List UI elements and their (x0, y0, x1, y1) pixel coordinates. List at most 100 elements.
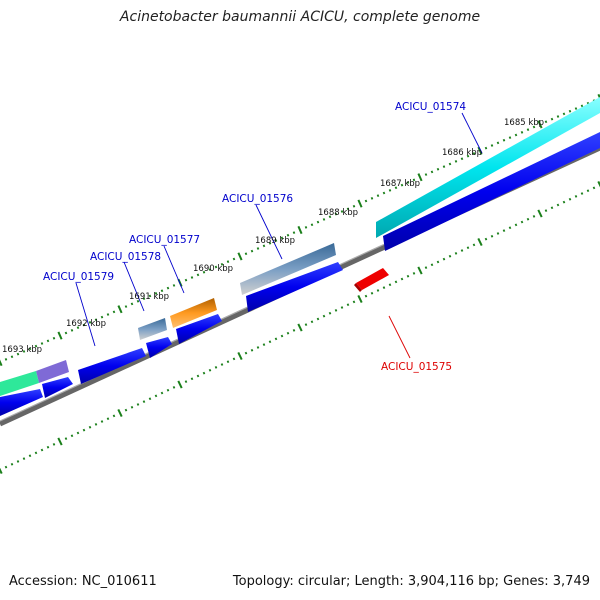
minor-tick (136, 299, 140, 303)
minor-tick (490, 234, 494, 238)
minor-tick (232, 357, 236, 361)
minor-tick (22, 457, 26, 460)
minor-tick (406, 274, 410, 278)
minor-tick (262, 343, 266, 346)
minor-tick (196, 374, 200, 378)
minor-tick (412, 178, 416, 182)
minor-tick (472, 243, 476, 247)
minor-tick (148, 397, 152, 401)
minor-tick (40, 342, 44, 345)
minor-tick (10, 355, 14, 359)
major-tick (0, 467, 3, 475)
kbp-label: 1690 kbp (193, 264, 233, 274)
minor-tick (364, 199, 368, 203)
minor-tick (196, 273, 200, 277)
minor-tick (70, 434, 74, 438)
minor-tick (406, 181, 410, 184)
minor-tick (4, 465, 8, 469)
minor-tick (280, 334, 284, 338)
minor-tick (376, 289, 380, 292)
minor-tick (496, 141, 500, 145)
minor-tick (556, 203, 560, 207)
feature-steelblue-01578 (138, 318, 167, 340)
major-tick (597, 93, 600, 101)
minor-tick (502, 229, 506, 232)
minor-tick (256, 247, 260, 250)
kbp-label: 1685 kbp (504, 118, 544, 128)
minor-tick (106, 313, 110, 316)
major-tick (357, 294, 363, 304)
minor-tick (382, 286, 386, 289)
minor-tick (370, 291, 374, 295)
minor-tick (574, 107, 578, 110)
gene-labels: ACICU_01574 ACICU_01576 ACICU_01577 ACIC… (43, 101, 466, 373)
minor-tick (160, 391, 164, 395)
minor-tick (496, 232, 500, 235)
feature-steelblue-01576 (240, 243, 336, 295)
minor-tick (46, 339, 50, 343)
minor-tick (46, 445, 50, 449)
minor-tick (394, 186, 398, 190)
minor-tick (526, 128, 530, 132)
minor-tick (322, 314, 326, 318)
minor-tick (166, 388, 170, 392)
feature-orange-01577 (170, 298, 217, 328)
map-title: Acinetobacter baumannii ACICU, complete … (119, 9, 481, 25)
minor-tick (520, 130, 524, 134)
minor-tick (190, 276, 194, 279)
major-tick (417, 266, 423, 275)
minor-tick (520, 220, 524, 224)
minor-tick (316, 220, 320, 224)
minor-tick (370, 196, 374, 200)
minor-tick (586, 189, 590, 193)
minor-tick (268, 241, 272, 245)
minor-tick (448, 254, 452, 258)
minor-tick (388, 189, 392, 192)
minor-tick (304, 225, 308, 229)
kbp-label: 1688 kbp (318, 208, 358, 218)
minor-tick (232, 257, 236, 261)
minor-tick (454, 159, 458, 163)
minor-tick (490, 144, 494, 147)
minor-tick (484, 237, 488, 241)
minor-tick (172, 385, 176, 389)
minor-tick (130, 405, 134, 409)
minor-tick (550, 117, 554, 121)
minor-tick (88, 425, 92, 429)
minor-tick (562, 112, 566, 116)
major-tick (537, 120, 543, 129)
minor-tick (274, 239, 278, 242)
minor-tick (274, 337, 278, 341)
minor-tick (316, 317, 320, 321)
minor-tick (292, 231, 296, 235)
minor-tick (250, 249, 254, 253)
kbp-label: 1693 kbp (2, 345, 42, 355)
minor-tick (400, 277, 404, 281)
minor-tick (208, 368, 212, 372)
major-tick (57, 331, 63, 340)
accession-text: Accession: NC_010611 (9, 574, 157, 589)
minor-tick (34, 344, 38, 348)
feature-purple-01579 (36, 360, 69, 383)
minor-tick (34, 451, 38, 455)
minor-tick (556, 115, 560, 118)
minor-tick (136, 403, 140, 406)
gene-label-01575: ACICU_01575 (381, 361, 452, 373)
minor-tick (184, 278, 188, 282)
minor-tick (442, 165, 446, 169)
minor-tick (328, 215, 332, 219)
feature-cyan (376, 97, 600, 238)
minor-tick (502, 138, 506, 142)
minor-tick (52, 442, 56, 446)
minor-tick (544, 209, 548, 213)
minor-tick (544, 120, 548, 124)
minor-tick (160, 289, 164, 293)
minor-tick (28, 454, 32, 458)
gene-label-01576: ACICU_01576 (222, 193, 293, 205)
minor-tick (322, 218, 326, 221)
major-tick (477, 146, 483, 155)
minor-tick (64, 437, 68, 441)
major-tick (477, 237, 483, 247)
feature-green (0, 371, 39, 396)
